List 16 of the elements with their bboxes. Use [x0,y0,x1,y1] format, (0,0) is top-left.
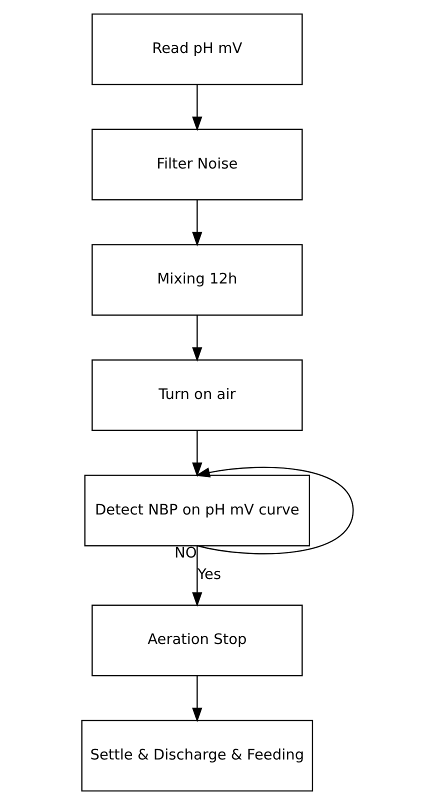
node-box: Settle & Discharge & Feeding [80,720,313,792]
node-box: Detect NBP on pH mV curve [84,474,310,546]
arrow [192,430,202,478]
node-box: Turn on air [91,359,302,432]
edge-label: Yes [197,566,221,584]
arrow [194,466,354,554]
arrow [192,676,202,722]
edge-label: NO [174,544,196,562]
node-box: Mixing 12h [91,244,302,316]
node-box: Aeration Stop [91,604,302,676]
node-box: Read pH mV [91,13,302,86]
arrow [192,546,202,607]
node-box: Filter Noise [91,128,302,200]
arrow [192,84,202,132]
arrow [192,200,202,246]
arrow [192,315,202,362]
